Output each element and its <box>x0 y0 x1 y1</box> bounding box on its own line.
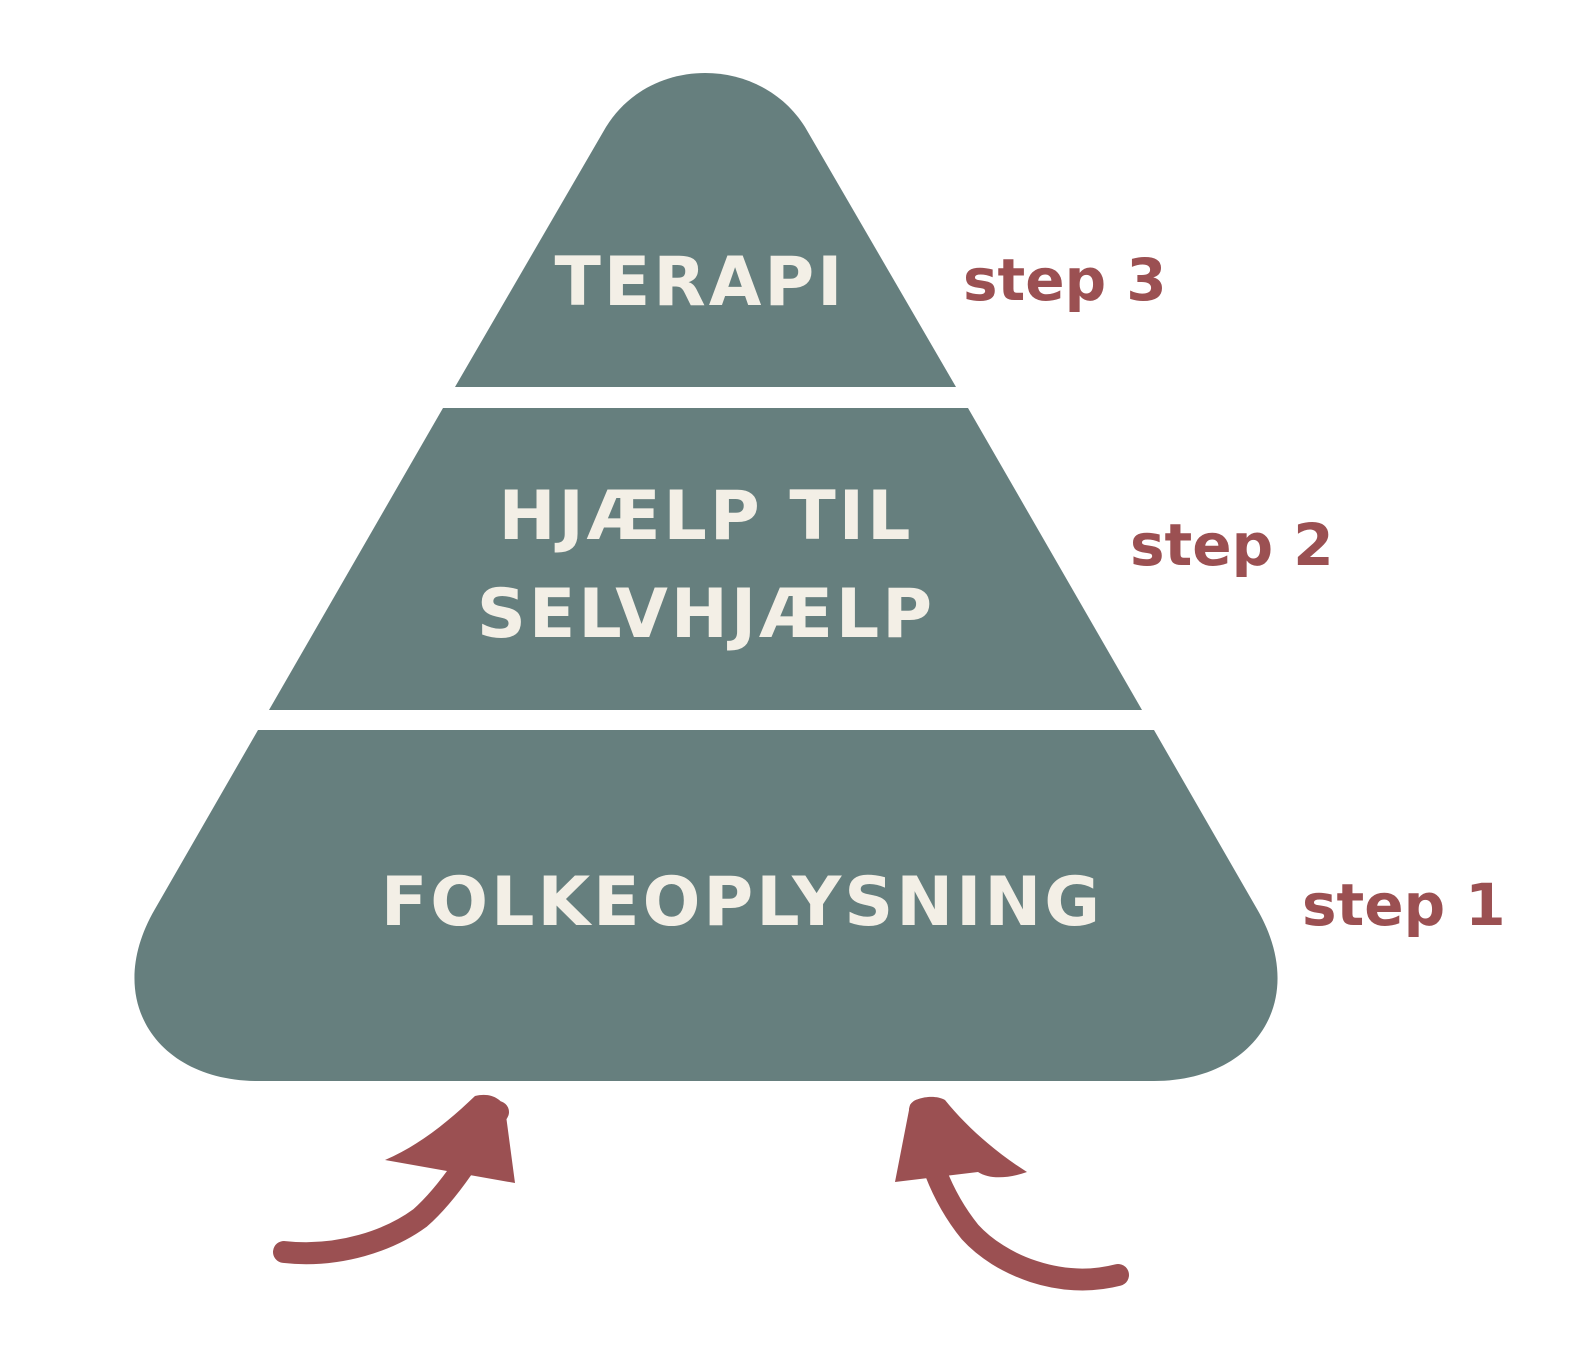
step-3-label: step 3 <box>963 246 1167 314</box>
tier-top: TERAPI <box>455 73 956 387</box>
left-arrow-icon <box>273 1094 515 1265</box>
tier-bottom-shape <box>134 730 1278 1081</box>
tier-middle-label-line-2: SELVHJÆLP <box>477 575 935 654</box>
tier-top-label: TERAPI <box>555 243 846 322</box>
tier-middle: HJÆLP TIL SELVHJÆLP <box>269 408 1142 710</box>
tier-middle-label-line-1: HJÆLP TIL <box>499 477 914 556</box>
step-2-label: step 2 <box>1130 511 1334 579</box>
step-1-label: step 1 <box>1302 871 1506 939</box>
tier-middle-shape <box>269 408 1142 710</box>
right-arrow-icon <box>895 1096 1129 1291</box>
tier-top-shape <box>455 73 956 387</box>
tier-bottom-label: FOLKEOPLYSNING <box>381 863 1103 942</box>
tier-bottom: FOLKEOPLYSNING <box>134 730 1278 1081</box>
